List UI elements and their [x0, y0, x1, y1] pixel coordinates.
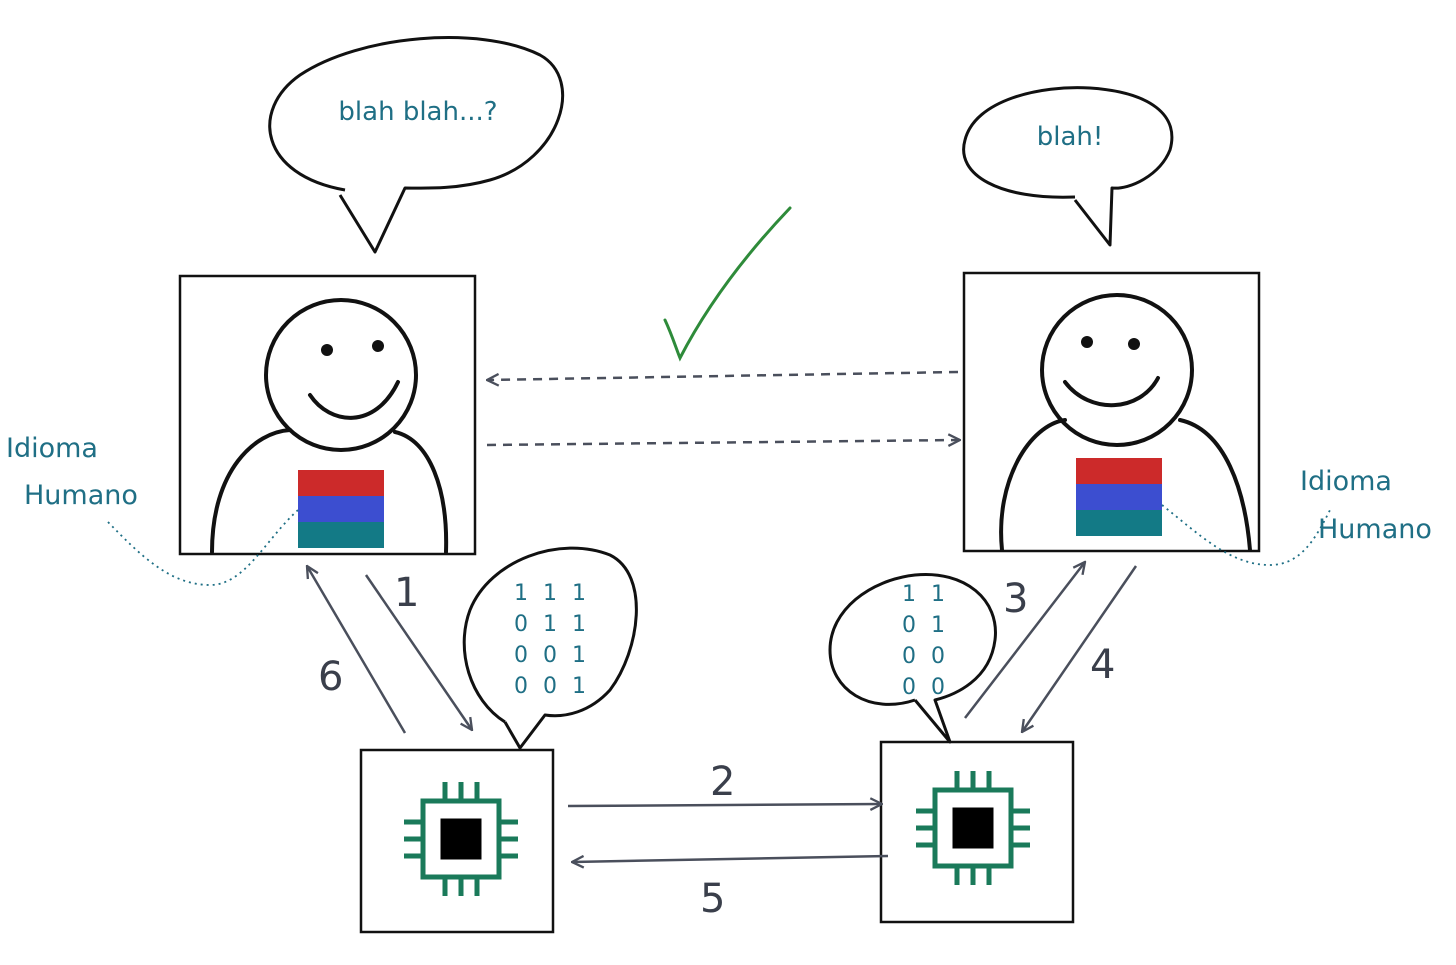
person-right-icon — [999, 293, 1252, 552]
step-label-6: 6 — [318, 654, 343, 700]
dashed-arrow-to-left — [487, 370, 959, 380]
language-label-right: Idioma Humano — [1161, 466, 1432, 566]
binary-right-row2: 0 1 — [902, 613, 949, 638]
language-flag-right — [1076, 458, 1162, 536]
language-label-left-pointer — [107, 509, 299, 586]
arrow-step-3 — [964, 562, 1085, 719]
step-label-5: 5 — [700, 876, 725, 922]
language-label-left-line1: Idioma — [6, 433, 98, 464]
step-label-3: 3 — [1003, 576, 1028, 622]
check-icon — [663, 206, 792, 362]
person-left-icon — [210, 298, 449, 554]
binary-right-row1: 1 1 — [902, 582, 949, 607]
language-label-left-line2: Humano — [24, 480, 138, 511]
binary-left-row2: 0 1 1 — [514, 612, 590, 637]
chip-left-icon — [404, 782, 518, 896]
person-box-left — [178, 274, 477, 556]
speech-text-right: blah! — [1037, 122, 1104, 152]
binary-right-row4: 0 0 — [902, 675, 949, 700]
arrow-step-5 — [572, 854, 889, 862]
chip-box-right — [879, 740, 1075, 924]
arrow-step-4 — [1022, 565, 1138, 732]
arrow-step-2 — [567, 804, 882, 806]
language-label-right-pointer — [1161, 504, 1331, 566]
language-label-left: Idioma Humano — [6, 433, 299, 586]
binary-right-row3: 0 0 — [902, 644, 949, 669]
step-label-2: 2 — [710, 759, 735, 805]
language-flag-left — [298, 470, 384, 548]
step-label-1: 1 — [394, 570, 419, 616]
dashed-arrow-to-right — [486, 440, 960, 445]
chip-box-left — [359, 748, 555, 934]
arrow-step-6 — [307, 566, 407, 734]
step-label-4: 4 — [1090, 642, 1115, 688]
binary-left-row3: 0 0 1 — [514, 643, 590, 668]
language-label-right-line1: Idioma — [1300, 466, 1392, 497]
speech-text-left: blah blah...? — [338, 97, 497, 127]
chip-right-icon — [916, 771, 1030, 885]
binary-bubble-left: 1 1 1 0 1 1 0 0 1 0 0 1 — [462, 546, 638, 750]
speech-bubble-left: blah blah...? — [268, 36, 565, 254]
speech-bubble-right: blah! — [962, 86, 1174, 247]
arrow-step-1 — [364, 574, 472, 730]
binary-left-row1: 1 1 1 — [514, 581, 590, 606]
language-label-right-line2: Humano — [1318, 514, 1432, 545]
binary-bubble-right: 1 1 0 1 0 0 0 0 — [828, 572, 997, 744]
person-box-right — [962, 271, 1261, 553]
binary-left-row4: 0 0 1 — [514, 674, 590, 699]
